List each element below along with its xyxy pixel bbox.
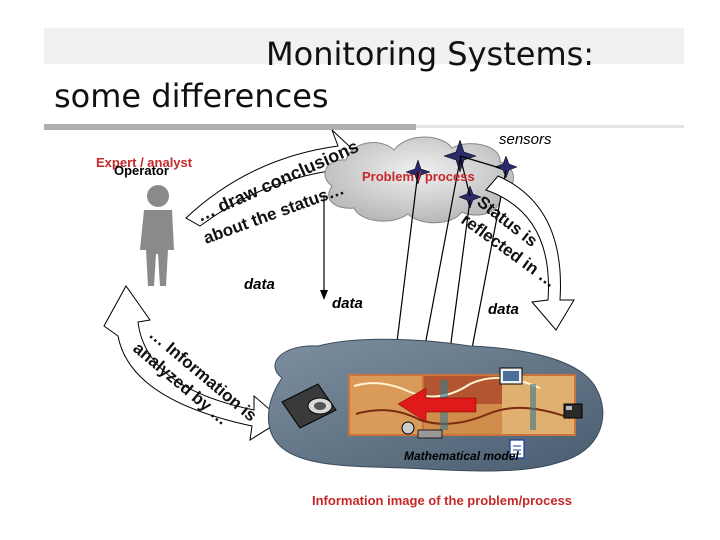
- person-icon: [140, 185, 174, 286]
- status-arrow: [485, 175, 575, 331]
- data-label-center: data: [332, 295, 363, 312]
- data-label-left: data: [244, 276, 275, 293]
- sensor-lines: [323, 155, 507, 381]
- expert-analyst-label: Expert / analyst: [96, 155, 193, 170]
- mathematical-model-label: Mathematical model: [404, 449, 519, 463]
- title-bar-faint: [416, 125, 684, 128]
- problem-process-label: Problem / process: [362, 169, 475, 184]
- title-bar-light: [44, 28, 684, 64]
- document-icon: [509, 439, 525, 459]
- data-label-right: data: [488, 301, 519, 318]
- camera-icon: [281, 383, 337, 429]
- monitor-icon: [499, 367, 523, 385]
- information-arrow: [103, 285, 283, 441]
- device-icon-right: [563, 403, 583, 419]
- operator-label: Operator: [114, 163, 169, 178]
- slide-title-line2: some differences: [54, 77, 329, 115]
- center-arrowhead: [320, 290, 328, 300]
- title-bar-dark: [44, 124, 416, 130]
- disk-icon: [401, 421, 443, 439]
- slide-title-line1: Monitoring Systems:: [266, 35, 595, 73]
- sensor-icon-3: [494, 155, 518, 179]
- information-image-label: Information image of the problem/process: [312, 493, 573, 508]
- sensors-label: sensors: [499, 131, 552, 148]
- sensor-icon-4: [458, 185, 482, 209]
- model-arrow: [397, 387, 477, 423]
